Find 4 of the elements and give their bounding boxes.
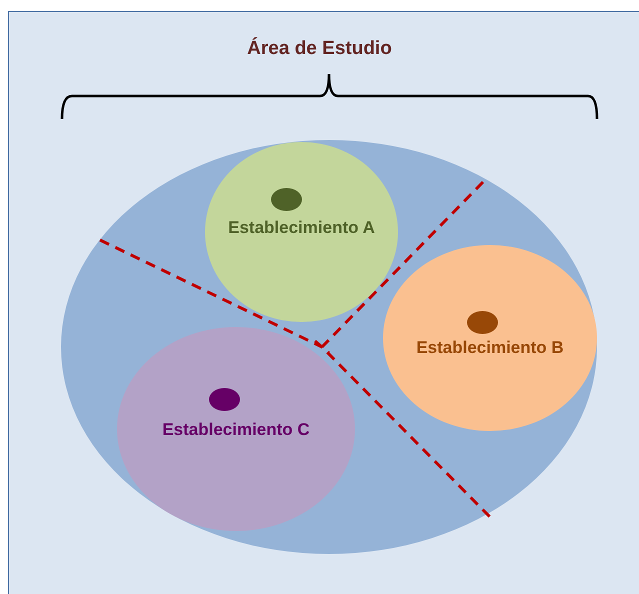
zone-label: Establecimiento C <box>161 420 311 440</box>
zone-label: Establecimiento B <box>415 338 565 358</box>
zone-label: Establecimiento A <box>227 218 376 238</box>
title: Área de Estudio <box>246 38 393 60</box>
